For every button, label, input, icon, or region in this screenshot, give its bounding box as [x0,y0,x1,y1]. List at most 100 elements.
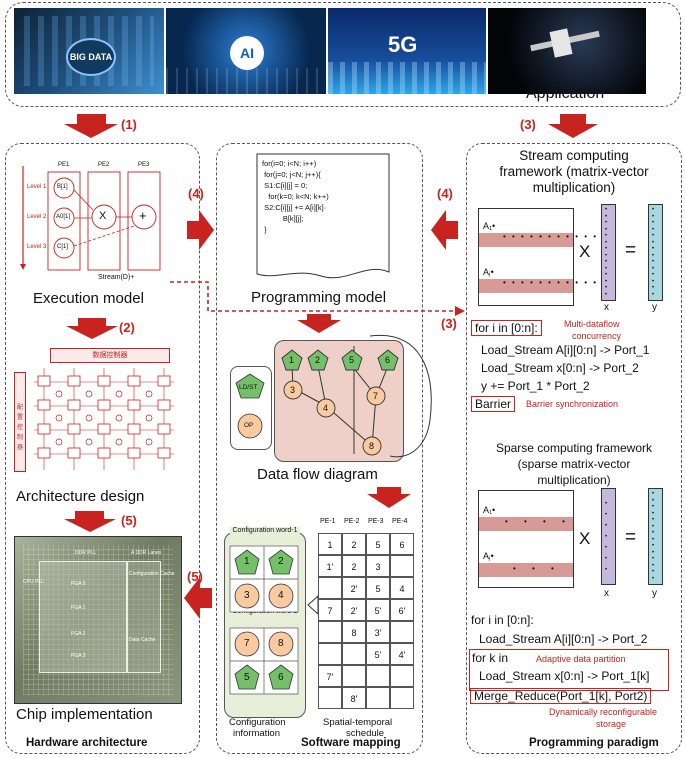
level2-label: Level 2 [27,214,47,220]
programming-panel [466,143,682,754]
chip-pga1: PGA 1 [71,605,86,611]
stream-label-x: x [604,302,609,313]
sparse-label-y: y [652,588,657,599]
schedule-header-pe3: PE-3 [368,518,384,525]
annot-dynamic-storage-1: Dynamically reconfigurable [549,707,658,717]
schedule-cell: 5' [366,643,390,665]
schedule-cell: 1' [318,555,342,577]
stream-title-3: multiplication) [532,180,616,195]
step-label-2: (2) [119,320,135,335]
step-label-4-right: (4) [437,186,453,201]
chip-data-cache: Data Cache [129,637,156,643]
dfg-svg [281,334,432,458]
code-line-4: for(k=0; k<N; k++) [262,192,329,201]
arrow-exec-to-arch [66,318,118,339]
programming-model-caption: Programming model [251,289,387,306]
stream-code-line-4: y += Port_1 * Port_2 [481,379,590,393]
schedule-cell: 2' [342,577,366,599]
schedule-cell: 2' [342,599,366,621]
arrow-app-to-hardware [64,114,118,138]
level3-label: Level 3 [27,244,47,250]
architecture-figure: 数据控制器 配置控制器 [14,346,184,482]
dfg-legend-ldst: LD/ST [239,384,258,391]
chip-pga3: PGA 3 [71,653,86,659]
5g-label: 5G [388,32,418,57]
execution-model-figure: PE1 PE2 PE3 Level 1 Level 2 Level 3 B[1]… [18,160,178,285]
node-multiply: X [99,210,107,222]
cfg2-node-8: 8 [278,638,284,649]
chip-config-cache: Configuration Cache [129,571,175,577]
architecture-grid-svg [34,368,174,470]
schedule-cell: 7 [318,599,342,621]
schedule-cell [318,577,342,599]
schedule-cell: 3' [366,621,390,643]
big-data-badge: BIG DATA [66,38,116,76]
stream-code-line-1: for i in [0:n]: [471,320,542,336]
dfg-node-4: 4 [323,403,329,413]
stream-row-dots-1: • • • • • • • • • • • [503,232,599,241]
node-c1: C[1] [57,244,69,250]
schedule-cell [318,643,342,665]
annot-multi-dataflow-1: Multi-dataflow [564,319,620,329]
stream-vector-x: •••••••••••••• [601,204,616,301]
schedule-cell [342,665,366,687]
schedule-cell [366,687,390,709]
programming-model-code: for(i=0; i<N; i++) for(j=0; j<N; j++){ S… [262,158,329,235]
sparse-row-dots-1: • • • • [505,517,572,526]
schedule-cell: 2 [342,533,366,555]
sparse-row-dots-2: • • • [513,564,561,573]
chip-ddr-pll: DDR PLL [75,550,97,556]
stream-matrix: • • • • • • • • • • • • • • • • • • • • … [478,208,596,306]
chip-photo: DDR PLL A DDR Lanes CPU PLL PGA 0 PGA 1 … [14,536,182,704]
schedule-cell [390,687,414,709]
arrow-prog-model-to-dfg [297,314,341,333]
sparse-code-line-1: for i in [0:n]: [471,613,534,627]
sparse-title-2: (sparse matrix-vector [517,457,631,471]
config-word-1-label: Configuration word-1 [230,527,300,535]
schedule-cell [390,665,414,687]
stream-row-label-2: Aⱼ• [483,267,494,277]
cfg1-node-3: 3 [244,590,250,601]
schedule-cell: 5 [366,533,390,555]
app-image-5g-city: 5G [328,8,486,94]
sparse-vector-y: •••••••••••••• [648,488,663,585]
schedule-cell: 6 [390,533,414,555]
cfg2-node-5: 5 [244,672,250,683]
schedule-cell: 5 [366,577,390,599]
dfg-caption: Data flow diagram [257,466,378,483]
execution-model-caption: Execution model [33,290,144,307]
data-controller-box: 数据控制器 [50,348,170,363]
sparse-title-3: multiplication) [537,473,611,487]
programming-title: Programming paradigm [529,737,659,749]
architecture-caption: Architecture design [16,488,145,505]
step-label-3-top: (3) [520,117,536,132]
schedule-cell: 4' [390,643,414,665]
ai-badge: AI [230,36,264,70]
stream-label-y: y [652,302,657,313]
step-label-3-mid: (3) [441,316,457,331]
config-svg [229,545,299,695]
dfg-node-3: 3 [290,385,296,395]
sparse-matrix: • • • • • • • A₁• Aⱼ• [478,490,574,588]
pe2-label: PE2 [98,162,110,168]
cfg2-node-6: 6 [278,672,284,683]
schedule-cell [366,665,390,687]
sparse-code-line-4: Load_Stream x[0:n] -> Port_1[k] [479,669,650,683]
node-b1: B[1] [57,184,68,190]
app-image-satellite [488,8,646,94]
software-title: Software mapping [301,737,401,749]
step-label-1: (1) [121,117,137,132]
dfg-node-6: 6 [385,355,391,365]
stream-code-line-2: Load_Stream A[i][0:n] -> Port_1 [481,343,650,357]
programming-model-page [256,153,390,279]
cfg1-node-2: 2 [278,556,284,567]
dfg-node-7: 7 [373,391,379,401]
schedule-cell [342,643,366,665]
arrow-app-to-programming [548,114,598,138]
stream-title-1: Stream computing [519,148,629,163]
schedule-cell: 7' [318,665,342,687]
code-line-5: S2:C[i][j] += A[i][k]· [262,203,327,212]
annot-multi-dataflow-2: concurrency [572,331,622,341]
step-label-4-left: (4) [188,186,204,201]
schedule-cell [318,621,342,643]
